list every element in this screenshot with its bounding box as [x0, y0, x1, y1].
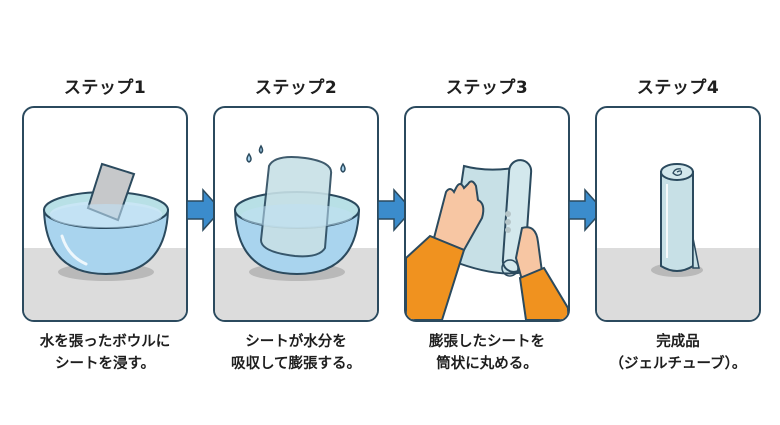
step-title: ステップ2 — [254, 78, 338, 98]
arrow-right-icon — [187, 188, 223, 232]
arrow-right-icon — [569, 188, 605, 232]
caption-line-2: （ジェルチューブ）。 — [609, 356, 747, 372]
caption-line-1: 膨張したシートを — [429, 334, 545, 350]
sheet-into-water-bowl-illustration — [24, 162, 186, 320]
swollen-sheet-in-bowl-illustration — [215, 144, 377, 320]
step-title: ステップ1 — [63, 78, 147, 98]
hands-rolling-sheet-illustration — [406, 159, 568, 320]
step-3-panel — [404, 106, 570, 322]
caption-line-1: シートが水分を — [245, 334, 347, 350]
caption-line-1: 完成品 — [656, 334, 700, 350]
step-2-panel — [213, 106, 379, 322]
step-caption: 膨張したシートを 筒状に丸める。 — [394, 331, 580, 375]
caption-line-2: 筒状に丸める。 — [436, 356, 538, 372]
step-4-panel — [595, 106, 761, 322]
caption-line-2: 吸収して膨張する。 — [230, 356, 362, 372]
finished-gel-tube-illustration — [597, 163, 759, 320]
step-caption: 完成品 （ジェルチューブ）。 — [585, 331, 771, 375]
caption-line-1: 水を張ったボウルに — [39, 334, 171, 350]
step-caption: シートが水分を 吸収して膨張する。 — [203, 331, 389, 375]
step-1-panel — [22, 106, 188, 322]
caption-line-2: シートを浸す。 — [54, 356, 156, 372]
step-title: ステップ4 — [636, 78, 720, 98]
step-caption: 水を張ったボウルに シートを浸す。 — [12, 331, 198, 375]
arrow-right-icon — [378, 188, 414, 232]
step-title: ステップ3 — [445, 78, 529, 98]
